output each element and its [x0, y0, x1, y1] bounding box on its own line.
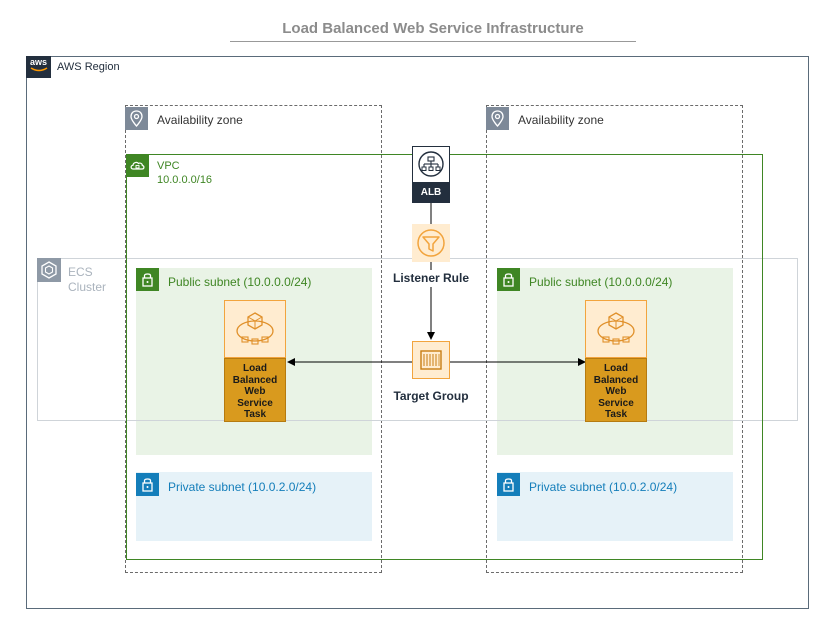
- private-subnet-1-label: Private subnet (10.0.2.0/24): [168, 480, 317, 494]
- availability-zone-1: [125, 105, 382, 573]
- title-underline: [230, 41, 636, 42]
- ecs-hexagon-icon: [37, 258, 61, 282]
- aws-region-label: AWS Region: [57, 61, 120, 73]
- location-pin-icon: [486, 107, 509, 130]
- public-subnet-1-label: Public subnet (10.0.0.0/24): [168, 275, 312, 289]
- task-1-icon-box: [224, 300, 286, 358]
- task-1-label: Load Balanced Web Service Task: [224, 358, 286, 422]
- target-group-icon: [420, 350, 442, 370]
- availability-zone-1-label: Availability zone: [157, 113, 243, 127]
- diagram-title: Load Balanced Web Service Infrastructure: [282, 20, 584, 37]
- ecs-cluster-label: ECS Cluster: [68, 265, 107, 294]
- task-2-label: Load Balanced Web Service Task: [585, 358, 647, 422]
- availability-zone-2: [486, 105, 743, 573]
- vpc-label: VPC 10.0.0.0/16: [157, 160, 213, 186]
- availability-zone-2-label: Availability zone: [518, 113, 604, 127]
- ecs-task-icon: [597, 312, 635, 345]
- location-pin-icon: [125, 107, 148, 130]
- private-subnet-2-label: Private subnet (10.0.2.0/24): [529, 480, 678, 494]
- filter-funnel-icon: [417, 229, 445, 257]
- public-subnet-2-label: Public subnet (10.0.0.0/24): [529, 275, 673, 289]
- lock-icon: [497, 268, 520, 291]
- ecs-task-icon: [236, 312, 274, 345]
- target-group-label: Target Group: [393, 389, 469, 403]
- lock-icon: [136, 268, 159, 291]
- private-subnet-1: [136, 472, 372, 541]
- vpc-cloud-icon: [126, 154, 149, 177]
- listener-rule-label: Listener Rule: [392, 271, 470, 285]
- aws-logo-icon: aws: [26, 56, 51, 78]
- private-subnet-2: [497, 472, 733, 541]
- listener-rule-node: [412, 224, 450, 262]
- lock-icon: [497, 473, 520, 496]
- aws-region-boundary: [26, 56, 809, 609]
- lock-icon: [136, 473, 159, 496]
- target-group-node: [412, 341, 450, 379]
- task-2-icon-box: [585, 300, 647, 358]
- alb-label: ALB: [412, 182, 450, 203]
- load-balancer-icon: [418, 151, 444, 177]
